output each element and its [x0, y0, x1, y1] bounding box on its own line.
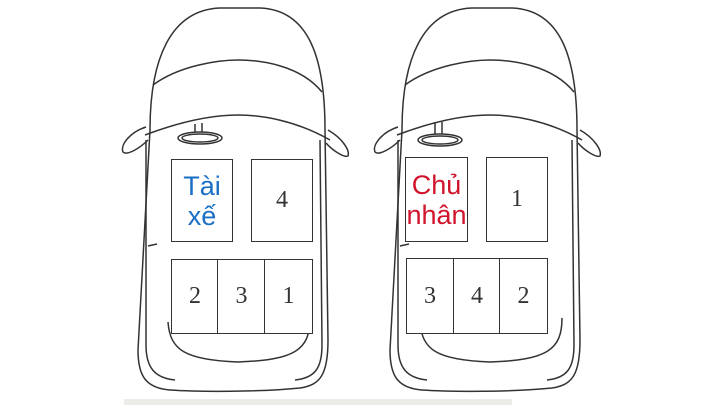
- seat-number: 2: [517, 282, 530, 309]
- seat-number: 1: [511, 186, 523, 212]
- seat-label-line2: xế: [187, 200, 217, 231]
- car-left-outline: [121, 7, 350, 393]
- seat-label: Tài xế: [183, 171, 221, 231]
- seat-label: Chủ nhân: [406, 170, 466, 230]
- seat-rear-middle: 3: [217, 259, 266, 334]
- seat-number: 3: [235, 283, 248, 309]
- footer-band: [124, 399, 512, 405]
- car-right-outline: [373, 7, 602, 393]
- seat-driver: Tài xế: [171, 159, 233, 242]
- seat-front-passenger: 1: [486, 157, 548, 242]
- seat-number: 2: [189, 283, 201, 309]
- seat-rear-left: 2: [171, 259, 219, 334]
- seat-number: 4: [471, 282, 483, 309]
- seat-label-line1: Tài: [183, 170, 221, 201]
- seat-rear-left: 3: [406, 258, 454, 334]
- seat-number: 4: [276, 187, 288, 213]
- seat-owner: Chủ nhân: [405, 157, 468, 242]
- seat-rear-right: 2: [499, 258, 548, 334]
- seat-rear-right: 1: [264, 259, 313, 334]
- seat-front-passenger: 4: [251, 159, 313, 242]
- seat-label-line1: Chủ: [411, 169, 462, 200]
- seat-number: 3: [424, 282, 436, 309]
- seat-rear-middle: 4: [453, 258, 501, 334]
- seat-number: 1: [282, 283, 295, 309]
- seat-label-line2: nhân: [406, 199, 467, 230]
